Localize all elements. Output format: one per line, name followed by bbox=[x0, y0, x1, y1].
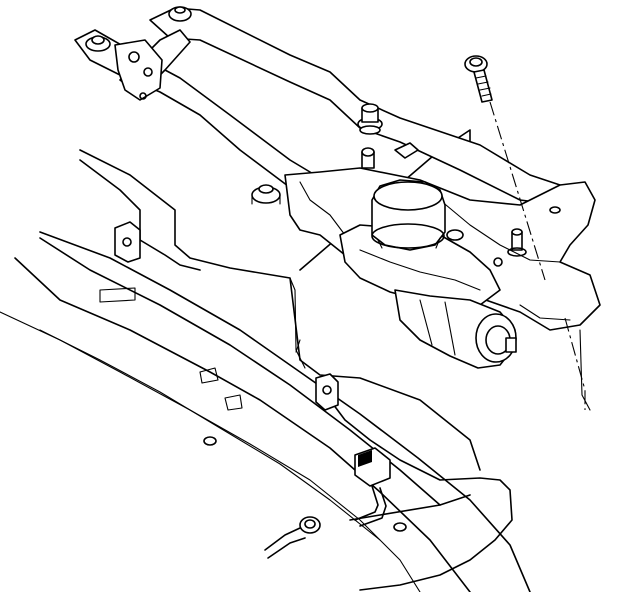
wiper-motor bbox=[339, 142, 527, 369]
harness-plug bbox=[264, 516, 321, 559]
grommet bbox=[168, 6, 192, 22]
grommet bbox=[357, 103, 383, 135]
motor-electrical-connector bbox=[354, 447, 391, 527]
mounting-bolt bbox=[464, 55, 493, 103]
grommet bbox=[251, 184, 281, 205]
body-panel-hole bbox=[203, 436, 407, 532]
grommet bbox=[85, 35, 111, 52]
